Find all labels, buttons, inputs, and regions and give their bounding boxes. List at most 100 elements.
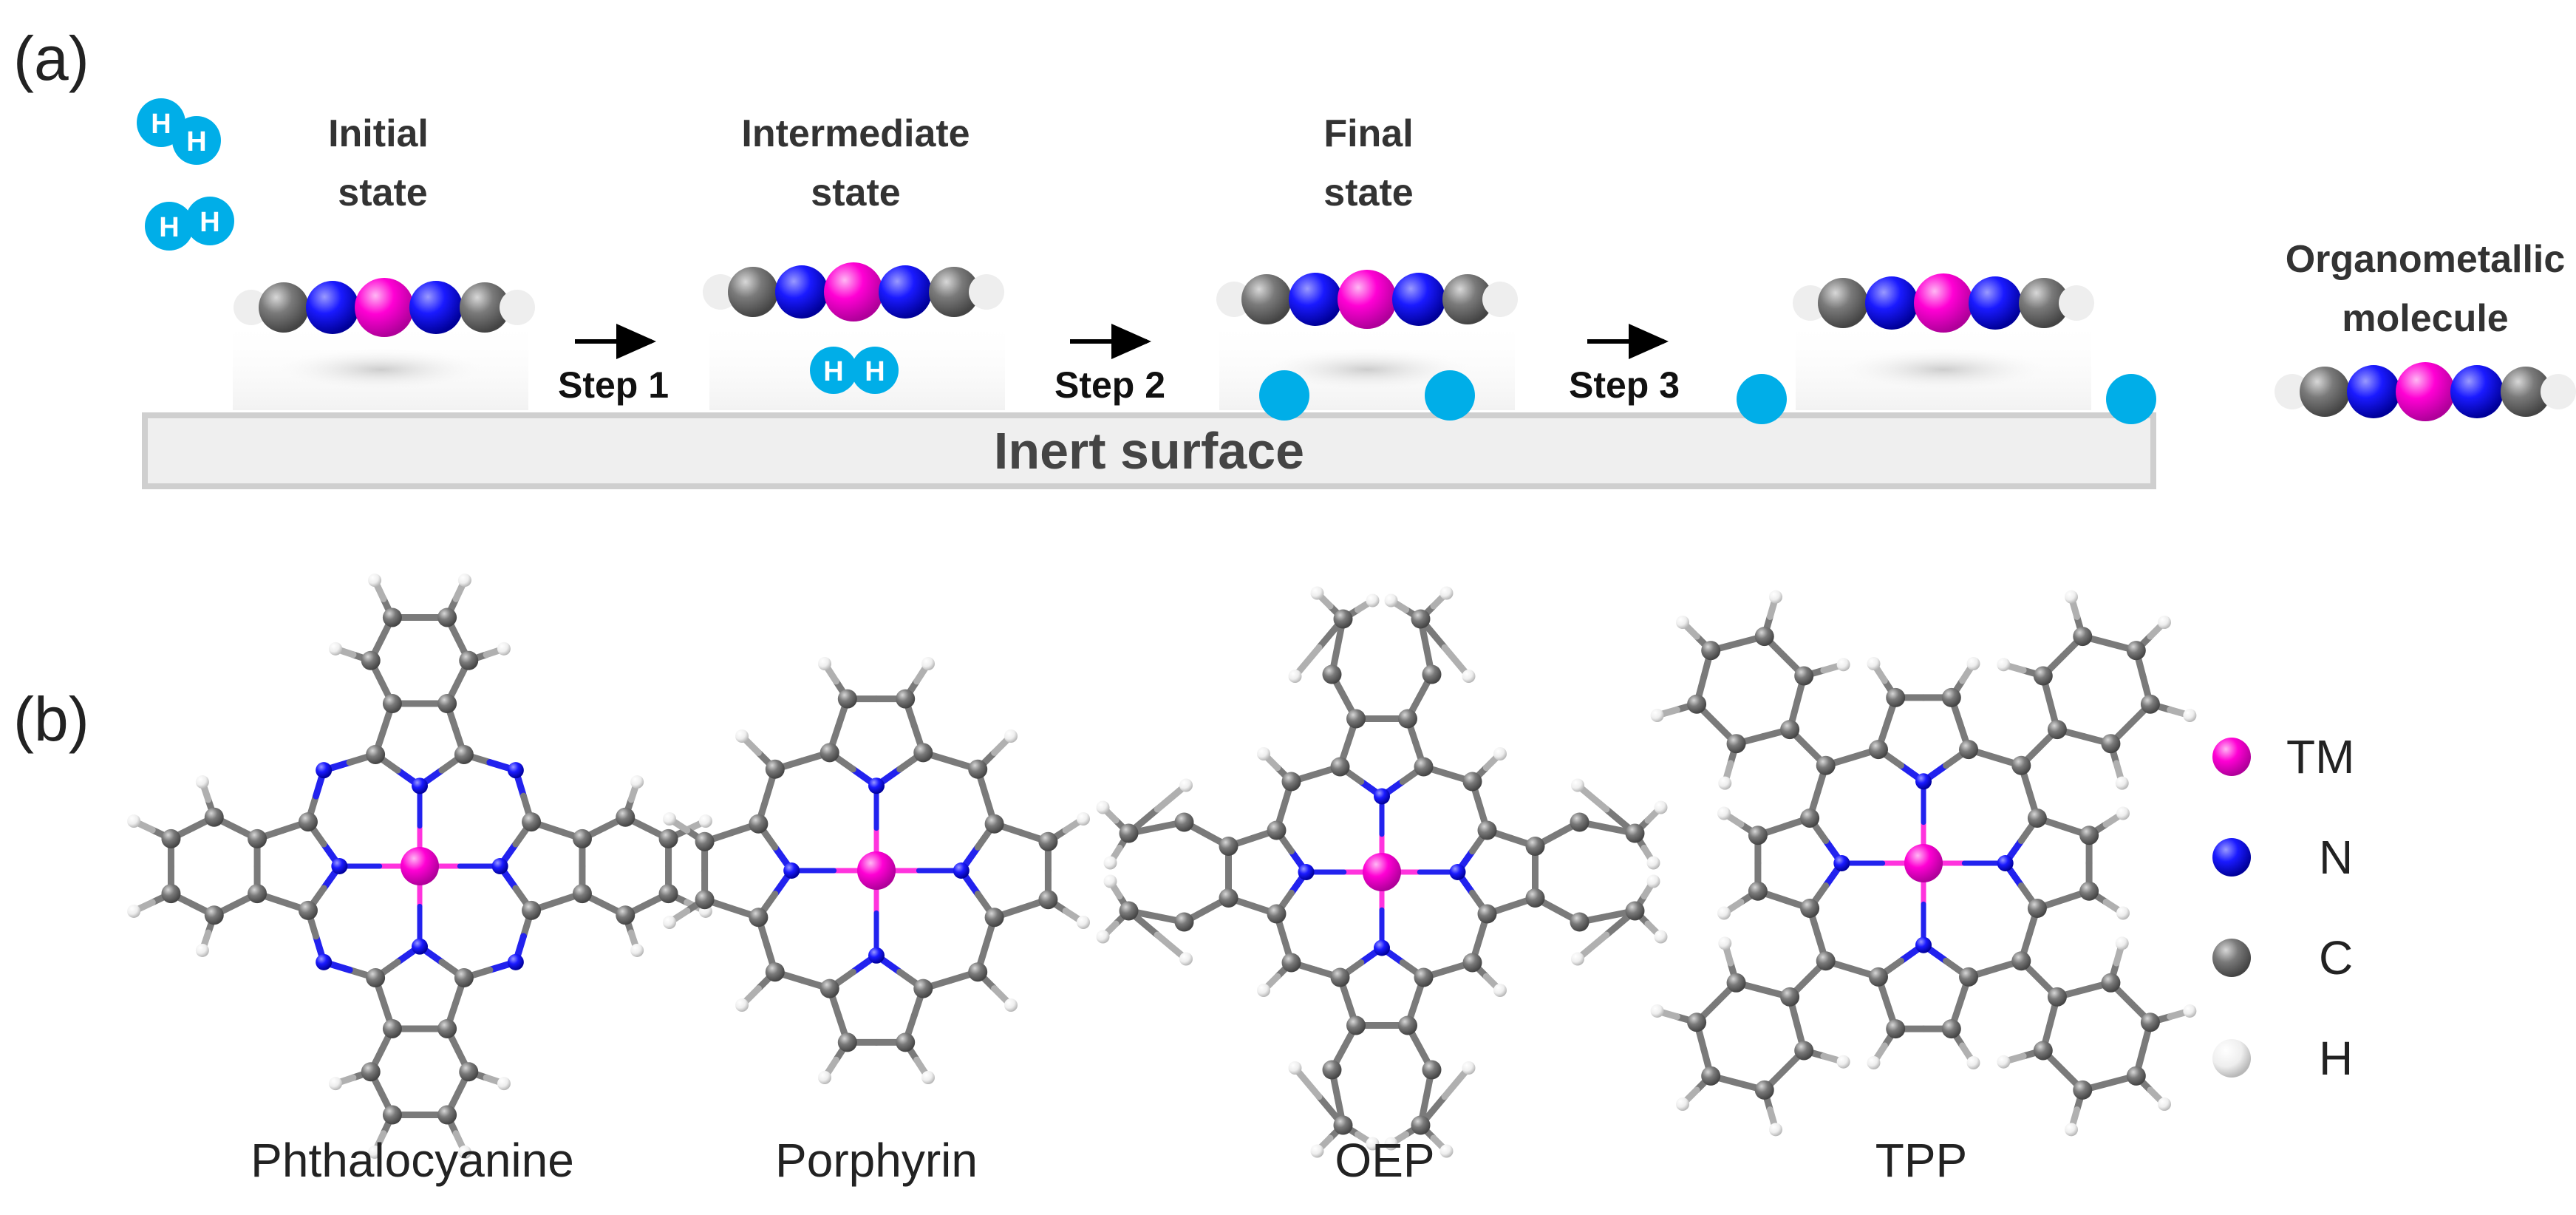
atom-h [663, 812, 676, 826]
atom-c [1422, 664, 1442, 684]
tpp-name: TPP [1875, 1134, 1967, 1187]
h2-molecule-bottom: H H [145, 197, 234, 251]
atom-c [572, 884, 592, 904]
atom-c [1414, 757, 1434, 777]
h-atom-adsorbed [1425, 370, 1475, 421]
atom-c [2027, 808, 2047, 828]
phthalocyanine-name: Phthalocyanine [251, 1134, 574, 1187]
atom-n [775, 265, 828, 319]
atom-c [2019, 278, 2069, 328]
atom-h [735, 998, 749, 1012]
atom-h [1997, 658, 2011, 672]
atom-h [234, 290, 269, 325]
atom-c [204, 905, 224, 925]
atom-c [695, 890, 715, 910]
atom-c [913, 979, 933, 998]
atom-c [749, 814, 769, 834]
atom-n [316, 762, 333, 779]
molecule-intermediate [703, 262, 1004, 321]
atom-h [1103, 856, 1117, 870]
tpp-structure [1650, 590, 2197, 1137]
atom-c [695, 831, 715, 851]
atom-h [1718, 936, 1732, 950]
atom-c [1241, 274, 1292, 324]
phthalocyanine-structure [127, 574, 712, 1159]
atom-c [522, 812, 542, 832]
atom-c [1442, 274, 1493, 324]
atom-h [1867, 657, 1881, 670]
atom-c [437, 694, 457, 714]
atom-n [1392, 273, 1445, 326]
atom-tm [1914, 273, 1973, 333]
atom-h [1717, 806, 1731, 820]
atom-c [1322, 1060, 1342, 1080]
initial-state-line1: Initial [328, 112, 429, 155]
h-atom-adsorbed [2106, 374, 2156, 424]
legend-n-label: N [2319, 831, 2353, 884]
atom-h [1717, 906, 1731, 920]
atom-c [1038, 831, 1058, 851]
atom-h [703, 274, 738, 310]
atom-c [1174, 812, 1194, 832]
molecule-final [1216, 270, 1518, 329]
organometallic-line2: molecule [2342, 297, 2508, 340]
atom-tm [1904, 844, 1943, 882]
atom-c [1267, 904, 1287, 924]
atom-h [2064, 590, 2078, 604]
atom-c [1219, 837, 1238, 856]
atom-c [1818, 278, 1868, 328]
atom-c [2011, 755, 2031, 775]
atom-h [1216, 282, 1252, 317]
atom-c [1322, 664, 1342, 684]
atom-h [663, 916, 676, 929]
atom-h [1676, 616, 1690, 630]
atom-c [765, 962, 785, 982]
atom-n [868, 777, 885, 794]
atom-h [630, 775, 644, 789]
atom-h [1482, 282, 1518, 317]
atom-h [2115, 776, 2129, 790]
atom-h [195, 775, 209, 789]
atom-c [820, 979, 839, 998]
legend-c-swatch [2212, 939, 2251, 977]
atom-c [1525, 888, 1545, 908]
atom-h [1966, 1056, 1980, 1069]
atom-c [382, 1018, 402, 1038]
atom-c [1477, 904, 1497, 924]
final-state-line2: state [1323, 171, 1413, 214]
atom-h [1288, 1061, 1302, 1075]
atom-c [361, 1062, 381, 1082]
atom-h [1096, 800, 1110, 814]
atom-h [1384, 1137, 1398, 1151]
molecule-after-step3 [1793, 273, 2094, 333]
atom-n [2450, 365, 2504, 418]
atom-c [1868, 967, 1888, 987]
atom-c [366, 744, 386, 764]
atom-c [1687, 1012, 1707, 1032]
atom-c [2047, 987, 2067, 1007]
atom-c [1687, 694, 1707, 714]
atom-h [1646, 856, 1660, 870]
svg-text:H: H [159, 212, 179, 243]
atom-h [127, 904, 141, 918]
atom-h [497, 1077, 511, 1091]
atom-h [1366, 1137, 1380, 1151]
atom-h [457, 574, 471, 588]
atom-c [837, 689, 857, 709]
atom-c [1398, 1015, 1417, 1035]
atom-n [1915, 773, 1932, 790]
atom-c [896, 1032, 916, 1052]
atom-h [1493, 747, 1507, 760]
atom-c [248, 828, 268, 848]
atom-c [572, 828, 592, 848]
atom-h [698, 814, 712, 828]
atom-c [968, 962, 988, 982]
atom-n [412, 777, 428, 794]
atom-c [616, 905, 636, 925]
atom-c [382, 694, 402, 714]
atom-h [2116, 906, 2130, 920]
porphyrin-name: Porphyrin [775, 1134, 978, 1187]
atom-c [2140, 1012, 2160, 1032]
atom-c [1570, 912, 1589, 932]
